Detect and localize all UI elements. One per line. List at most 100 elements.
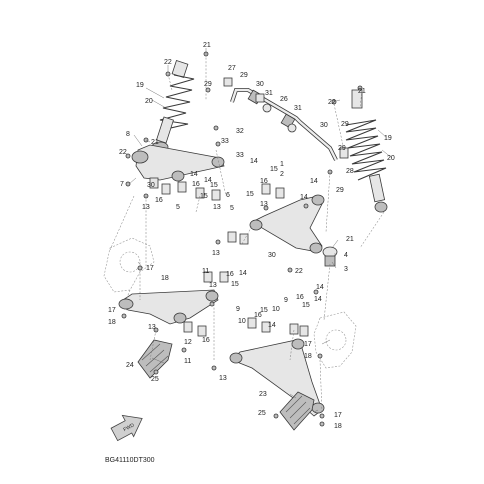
upper-right-arm (249, 194, 338, 267)
callout-label: 15 (231, 281, 239, 288)
callout-label: 6 (226, 192, 230, 199)
callout-label: 17 (108, 307, 116, 314)
right-knuckle (313, 311, 357, 369)
callout-label: 21 (358, 88, 366, 95)
callout-label: 14 (268, 322, 276, 329)
callout-label: 17 (334, 412, 342, 419)
right-arm-guard (279, 391, 315, 431)
diagram-code: BG41110DT300 (105, 457, 155, 464)
callout-label: 9 (236, 306, 240, 313)
callout-label: 7 (120, 181, 124, 188)
callout-label: 16 (192, 181, 200, 188)
callout-label: 1 (280, 161, 284, 168)
callout-label: 22 (328, 99, 336, 106)
callout-label: 22 (295, 268, 303, 275)
callout-label: 16 (226, 271, 234, 278)
bolt-set (121, 51, 363, 427)
callout-label: 21 (203, 42, 211, 49)
callout-label: 32 (236, 128, 244, 135)
callout-label: 11 (202, 268, 209, 275)
callout-label: 25 (151, 376, 159, 383)
callout-label: 10 (238, 318, 246, 325)
callout-label: 2 (280, 171, 284, 178)
callout-label: 29 (336, 187, 344, 194)
callout-label: 16 (254, 312, 262, 319)
callout-label: 18 (108, 319, 116, 326)
callout-label: 16 (155, 197, 163, 204)
callout-label: 17 (304, 341, 312, 348)
callout-label: 13 (213, 204, 221, 211)
callout-label: 22 (119, 149, 127, 156)
callout-label: 23 (259, 391, 267, 398)
callout-label: 29 (338, 145, 346, 152)
callout-label: 29 (204, 81, 212, 88)
callout-label: 3 (344, 266, 348, 273)
callout-label: 22 (164, 59, 172, 66)
callout-label: 13 (212, 250, 220, 257)
callout-label: 31 (294, 105, 302, 112)
leader-lines (125, 48, 393, 413)
callout-label: 25 (258, 410, 266, 417)
callout-label: 13 (209, 282, 217, 289)
lower-left-arm (118, 289, 219, 325)
callout-label: 14 (250, 158, 258, 165)
callout-label: 29 (240, 72, 248, 79)
bushing-set (149, 77, 349, 337)
callout-labels: 21 22 19 20 29 27 29 30 31 26 31 32 33 3… (108, 42, 395, 430)
callout-label: 15 (210, 182, 218, 189)
callout-label: 19 (136, 82, 144, 89)
callout-label: 29 (341, 121, 349, 128)
callout-label: 13 (148, 324, 156, 331)
callout-label: 18 (161, 275, 169, 282)
callout-label: 16 (202, 337, 210, 344)
callout-label: 20 (387, 155, 395, 162)
callout-label: 15 (270, 166, 278, 173)
callout-label: 15 (200, 193, 208, 200)
callout-label: 4 (344, 252, 348, 259)
left-arm-guard (137, 339, 173, 379)
callout-label: 5 (176, 204, 180, 211)
front-direction-arrow: FWD (110, 414, 143, 442)
callout-label: 30 (320, 122, 328, 129)
callout-label: 13 (219, 375, 227, 382)
callout-label: 14 (300, 194, 308, 201)
callout-label: 13 (260, 201, 268, 208)
fwd-label: FWD (123, 422, 136, 433)
callout-label: 14 (204, 177, 212, 184)
callout-label: 20 (145, 98, 153, 105)
left-shock-absorber (151, 59, 195, 153)
callout-label: 15 (246, 191, 254, 198)
callout-label: 33 (221, 138, 229, 145)
callout-label: 11 (184, 358, 191, 365)
callout-label: 18 (334, 423, 342, 430)
upper-left-arm (131, 144, 225, 182)
callout-label: 28 (346, 168, 354, 175)
callout-label: 30 (256, 81, 264, 88)
callout-label: 14 (239, 270, 247, 277)
callout-label: 18 (304, 353, 312, 360)
callout-label: 14 (190, 171, 198, 178)
callout-label: 26 (280, 96, 288, 103)
callout-label: 10 (272, 306, 280, 313)
callout-label: 14 (310, 178, 318, 185)
callout-label: 21 (346, 236, 354, 243)
callout-label: 15 (260, 307, 268, 314)
callout-label: 17 (146, 265, 154, 272)
callout-label: 12 (184, 339, 192, 346)
callout-label: 5 (230, 205, 234, 212)
callout-label: 27 (228, 65, 236, 72)
callout-label: 9 (284, 297, 288, 304)
callout-label: 15 (302, 302, 310, 309)
callout-label: 31 (265, 90, 273, 97)
right-shock-absorber (345, 89, 388, 213)
callout-label: 8 (126, 131, 130, 138)
callout-label: 16 (296, 294, 304, 301)
callout-label: 30 (147, 182, 155, 189)
callout-label: 14 (314, 296, 322, 303)
callout-label: 19 (384, 135, 392, 142)
callout-label: 21 (151, 139, 159, 146)
callout-label: 24 (126, 362, 134, 369)
callout-label: 14 (316, 284, 324, 291)
callout-label: 30 (268, 252, 276, 259)
